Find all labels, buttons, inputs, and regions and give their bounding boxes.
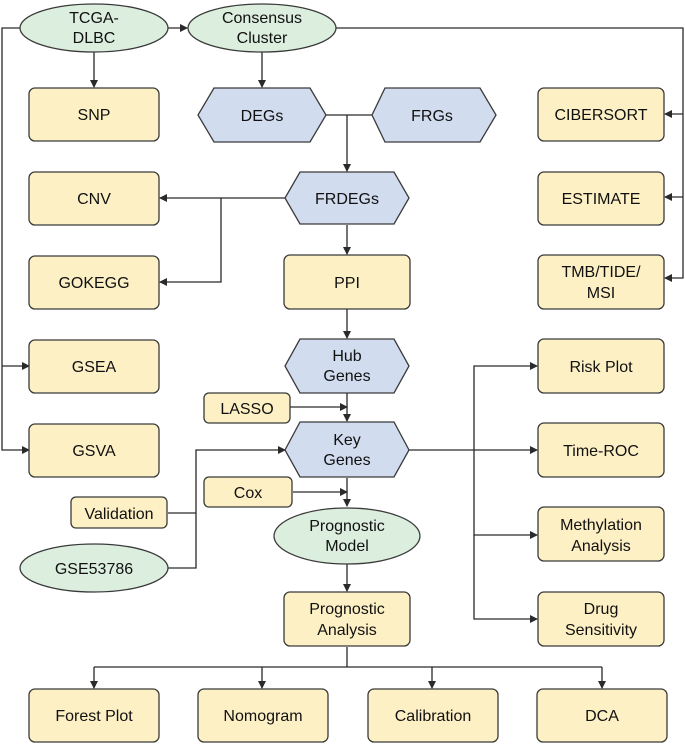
tcga-dlbc-node — [19, 3, 169, 53]
tmb-tide-msi-node — [537, 254, 665, 310]
gse53786-label: GSE53786 — [55, 561, 133, 578]
cox-label: Cox — [234, 485, 262, 502]
snp-node — [28, 87, 160, 142]
drug-sensitivity-node — [537, 591, 665, 647]
gsva-label: GSVA — [72, 443, 116, 460]
risk-plot-label: Risk Plot — [569, 359, 633, 376]
degs-label: DEGs — [241, 108, 284, 125]
connectors — [1, 24, 684, 689]
tcga-dlbc-label-1: TCGA- — [69, 10, 119, 27]
gsva-node — [28, 423, 160, 478]
cnv-node — [28, 171, 160, 226]
consensus-cluster-label-1: Consensus — [222, 10, 302, 27]
drug-sensitivity-label-2: Sensitivity — [565, 622, 637, 639]
key-genes-node — [284, 421, 410, 478]
consensus-cluster-node — [187, 3, 337, 53]
nomogram-node — [197, 688, 329, 743]
consensus-cluster-label-2: Cluster — [237, 30, 288, 47]
frgs-node — [371, 87, 497, 143]
prognostic-model-label-2: Model — [325, 538, 369, 555]
key-genes-label-1: Key — [333, 432, 361, 449]
calibration-node — [367, 688, 499, 743]
forest-plot-label: Forest Plot — [55, 708, 133, 725]
calibration-label: Calibration — [395, 708, 471, 725]
dca-node — [536, 688, 668, 743]
key-genes-label-2: Genes — [323, 452, 370, 469]
prognostic-analysis-label-2: Analysis — [317, 622, 377, 639]
hub-genes-node — [284, 338, 410, 394]
gokegg-node — [28, 255, 160, 310]
nomogram-label: Nomogram — [223, 708, 302, 725]
lasso-label: LASSO — [220, 401, 273, 418]
cox-node — [203, 476, 293, 508]
prognostic-model-label-1: Prognostic — [309, 518, 385, 535]
estimate-label: ESTIMATE — [562, 191, 641, 208]
prognostic-analysis-node — [283, 591, 411, 647]
prognostic-model-node — [273, 507, 421, 565]
degs-node — [197, 87, 327, 143]
cnv-label: CNV — [77, 191, 111, 208]
hub-genes-label-2: Genes — [323, 368, 370, 385]
gsea-label: GSEA — [72, 359, 117, 376]
ppi-node — [283, 254, 411, 310]
validation-node — [70, 496, 168, 529]
methylation-analysis-label-2: Analysis — [571, 538, 631, 555]
lasso-node — [203, 392, 291, 424]
time-roc-node — [537, 422, 665, 478]
gsea-node — [28, 339, 160, 394]
prognostic-analysis-label-1: Prognostic — [309, 601, 385, 618]
validation-label: Validation — [84, 506, 153, 523]
estimate-node — [537, 171, 665, 226]
cibersort-label: CIBERSORT — [554, 107, 647, 124]
cibersort-node — [537, 87, 665, 142]
frgs-label: FRGs — [411, 108, 453, 125]
risk-plot-node — [537, 338, 665, 394]
hub-genes-label-1: Hub — [332, 348, 361, 365]
dca-label: DCA — [585, 708, 619, 725]
tmb-tide-msi-label-1: TMB/TIDE/ — [561, 264, 641, 281]
methylation-analysis-node — [537, 506, 665, 562]
time-roc-label: Time-ROC — [563, 443, 639, 460]
tmb-tide-msi-label-2: MSI — [587, 285, 615, 302]
ppi-label: PPI — [334, 275, 360, 292]
gse53786-node — [19, 543, 169, 593]
frdegs-label: FRDEGs — [315, 191, 379, 208]
gokegg-label: GOKEGG — [58, 275, 129, 292]
drug-sensitivity-label-1: Drug — [584, 601, 619, 618]
frdegs-node — [284, 171, 410, 225]
methylation-analysis-label-1: Methylation — [560, 517, 642, 534]
forest-plot-node — [28, 688, 160, 743]
tcga-dlbc-label-2: DLBC — [73, 30, 116, 47]
snp-label: SNP — [78, 107, 111, 124]
